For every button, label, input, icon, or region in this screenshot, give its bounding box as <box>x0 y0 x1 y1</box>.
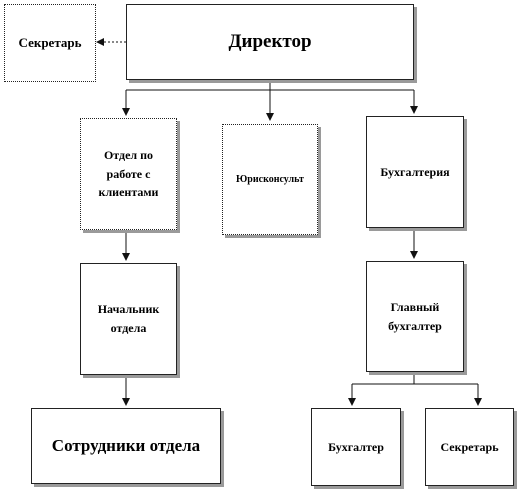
secretary-top-label: Секретарь <box>18 34 82 50</box>
chief-accountant-label: Главный бухгалтер <box>388 299 442 333</box>
department-staff-box: Сотрудники отдела <box>31 408 221 484</box>
accounting-box: Бухгалтерия <box>366 116 464 228</box>
director-box: Директор <box>126 4 414 80</box>
department-head-label: Начальник отдела <box>97 302 160 335</box>
department-staff-label: Сотрудники отдела <box>51 435 201 455</box>
secretary-bottom-box: Секретарь <box>425 408 514 486</box>
client-department-box: Отдел по работе с клиентами <box>80 118 177 230</box>
accountant-box: Бухгалтер <box>311 408 401 486</box>
department-head-box: Начальник отдела <box>80 263 177 375</box>
accountant-label: Бухгалтер <box>328 439 384 454</box>
legal-counsel-box: Юрисконсульт <box>222 124 318 235</box>
client-department-label: Отдел по работе с клиентами <box>98 148 159 200</box>
accounting-label: Бухгалтерия <box>380 164 450 179</box>
director-label: Директор <box>228 31 312 53</box>
secretary-top-box: Секретарь <box>4 4 96 82</box>
legal-counsel-label: Юрисконсульт <box>236 173 304 185</box>
chief-accountant-box: Главный бухгалтер <box>366 261 464 372</box>
secretary-bottom-label: Секретарь <box>440 439 499 454</box>
